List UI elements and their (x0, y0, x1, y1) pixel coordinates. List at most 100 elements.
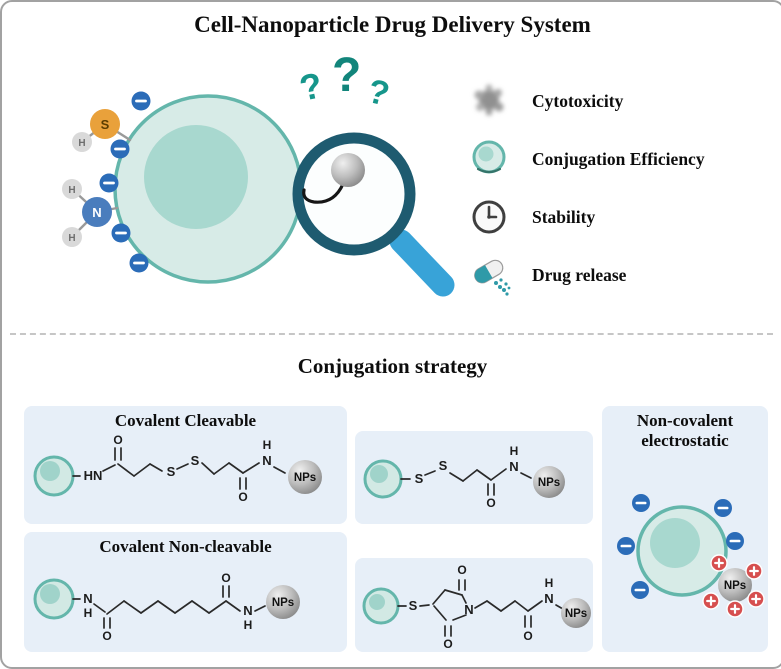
cell-icon (464, 136, 514, 182)
panel-covalent-cleavable: Covalent Cleavable (24, 406, 347, 524)
negative-charge-icon (110, 139, 130, 159)
atom-label-o: O (486, 496, 495, 510)
atom-label-s: S (409, 598, 418, 613)
atom-label-o: O (443, 637, 452, 651)
section-title: Conjugation strategy (297, 354, 488, 378)
negative-charge-icon (99, 173, 119, 193)
cell-graphic (636, 505, 728, 597)
magnifier-lens (292, 132, 416, 256)
negative-charge-icon (632, 494, 650, 512)
atom-label-h: H (545, 576, 554, 590)
panel-covalent-cleavable-2: S S O H N NPs (355, 431, 593, 524)
structure-diamide: N H O O N H NPs (33, 571, 300, 643)
thiol-group-icon: H S (72, 109, 120, 152)
nanoparticle-sphere: NPs (561, 598, 591, 628)
atom-label-hn: HN (84, 468, 103, 483)
cytotoxicity-icon (464, 78, 514, 124)
negative-charge-icon (129, 253, 149, 273)
amine-group-icon: H H N (62, 179, 112, 247)
magnifier-icon (292, 132, 455, 297)
structure-electrostatic: NPs (617, 494, 765, 618)
bonds (72, 585, 266, 629)
negative-charge-icon (111, 223, 131, 243)
positive-charge-icon (726, 600, 744, 618)
bonds (397, 579, 564, 637)
panel-title-electrostatic: Non-covalent electrostatic (602, 406, 768, 451)
atom-label-h: H (510, 444, 519, 458)
atom-label-o: O (523, 629, 532, 643)
cell-nucleus (144, 125, 248, 229)
atom-label-s: S (439, 458, 448, 473)
negative-charge-icon (726, 532, 744, 550)
legend-label: Conjugation Efficiency (532, 148, 705, 169)
atom-label-s: S (101, 117, 110, 132)
panel-covalent-noncleavable-2: S N O O O H N NPs (355, 558, 593, 652)
atom-label-n: N (83, 591, 92, 606)
legend-item-conjugation-efficiency: Conjugation Efficiency (464, 130, 769, 188)
nps-label: NPs (724, 580, 746, 592)
positive-charge-icon (745, 562, 763, 580)
cell-nanoparticle-illustration: H S H H N (62, 91, 455, 297)
nanoparticle-sphere (331, 153, 365, 187)
nanoparticle-sphere: NPs (266, 585, 300, 619)
panel-title-line2: electrostatic (641, 431, 729, 450)
positive-charge-icon (747, 590, 765, 608)
cell-graphic (363, 459, 403, 499)
structure-disulfide-direct: S S O H N NPs (363, 444, 565, 510)
magnifier-handle (389, 229, 455, 297)
atom-label-s: S (415, 471, 424, 486)
panel-title-covalent-cleavable: Covalent Cleavable (114, 411, 257, 430)
legend-item-drug-release: Drug release (464, 246, 769, 304)
panel-noncovalent-electrostatic: Non-covalent electrostatic (602, 406, 768, 652)
atom-label-h: H (78, 138, 85, 149)
positive-charge-icon (710, 554, 728, 572)
structure-succinimide: S N O O O H N NPs (362, 563, 591, 651)
atom-label-h: H (263, 438, 272, 452)
clock-icon (464, 194, 514, 240)
legend-item-stability: Stability (464, 188, 769, 246)
atom-label-o: O (238, 490, 247, 504)
panel-title-covalent-noncleavable: Covalent Non-cleavable (99, 537, 272, 556)
drug-dots (494, 278, 511, 296)
structure-disulfide-hydrazide: HN O S S O H N NPs (33, 433, 322, 504)
atom-label-s: S (167, 464, 176, 479)
panel-title-line1: Non-covalent (636, 411, 734, 430)
negative-charge-icon (714, 499, 732, 517)
cell-graphic (362, 587, 400, 625)
legend-label: Cytotoxicity (532, 90, 624, 111)
question-mark: ? (332, 49, 362, 102)
nps-label: NPs (294, 472, 316, 484)
negative-charge-icon (631, 581, 649, 599)
nps-label: NPs (538, 477, 560, 489)
atom-label-n: N (243, 603, 252, 618)
atom-label-s: S (191, 453, 200, 468)
atom-label-o: O (113, 433, 122, 447)
nps-label: NPs (272, 597, 294, 609)
atom-label-o: O (102, 629, 111, 643)
bonds (72, 447, 286, 490)
main-title: Cell-Nanoparticle Drug Delivery System (194, 12, 591, 37)
atom-label-o: O (221, 571, 230, 585)
negative-charge-icon (131, 91, 151, 111)
atom-label-h: H (84, 606, 93, 620)
atom-label-h: H (68, 233, 75, 244)
atom-label-n: N (544, 591, 553, 606)
bonds (400, 468, 532, 496)
cell-graphic (33, 578, 75, 620)
nanoparticle-sphere: NPs (288, 460, 322, 494)
nps-label: NPs (565, 608, 587, 620)
atom-label-n: N (509, 459, 518, 474)
capsule-icon (464, 252, 514, 298)
negative-charges (617, 494, 744, 599)
dashed-divider (10, 333, 773, 335)
legend-item-cytotoxicity: Cytotoxicity (464, 72, 769, 130)
atom-label-n: N (92, 205, 101, 220)
atom-label-n: N (262, 453, 271, 468)
legend-label: Stability (532, 206, 596, 227)
panel-covalent-noncleavable: Covalent Non-cleavable (24, 532, 347, 652)
nanoparticle-tail (302, 182, 345, 204)
positive-charge-icon (702, 592, 720, 610)
atom-label-h: H (244, 618, 253, 632)
cell-graphic (33, 455, 75, 497)
